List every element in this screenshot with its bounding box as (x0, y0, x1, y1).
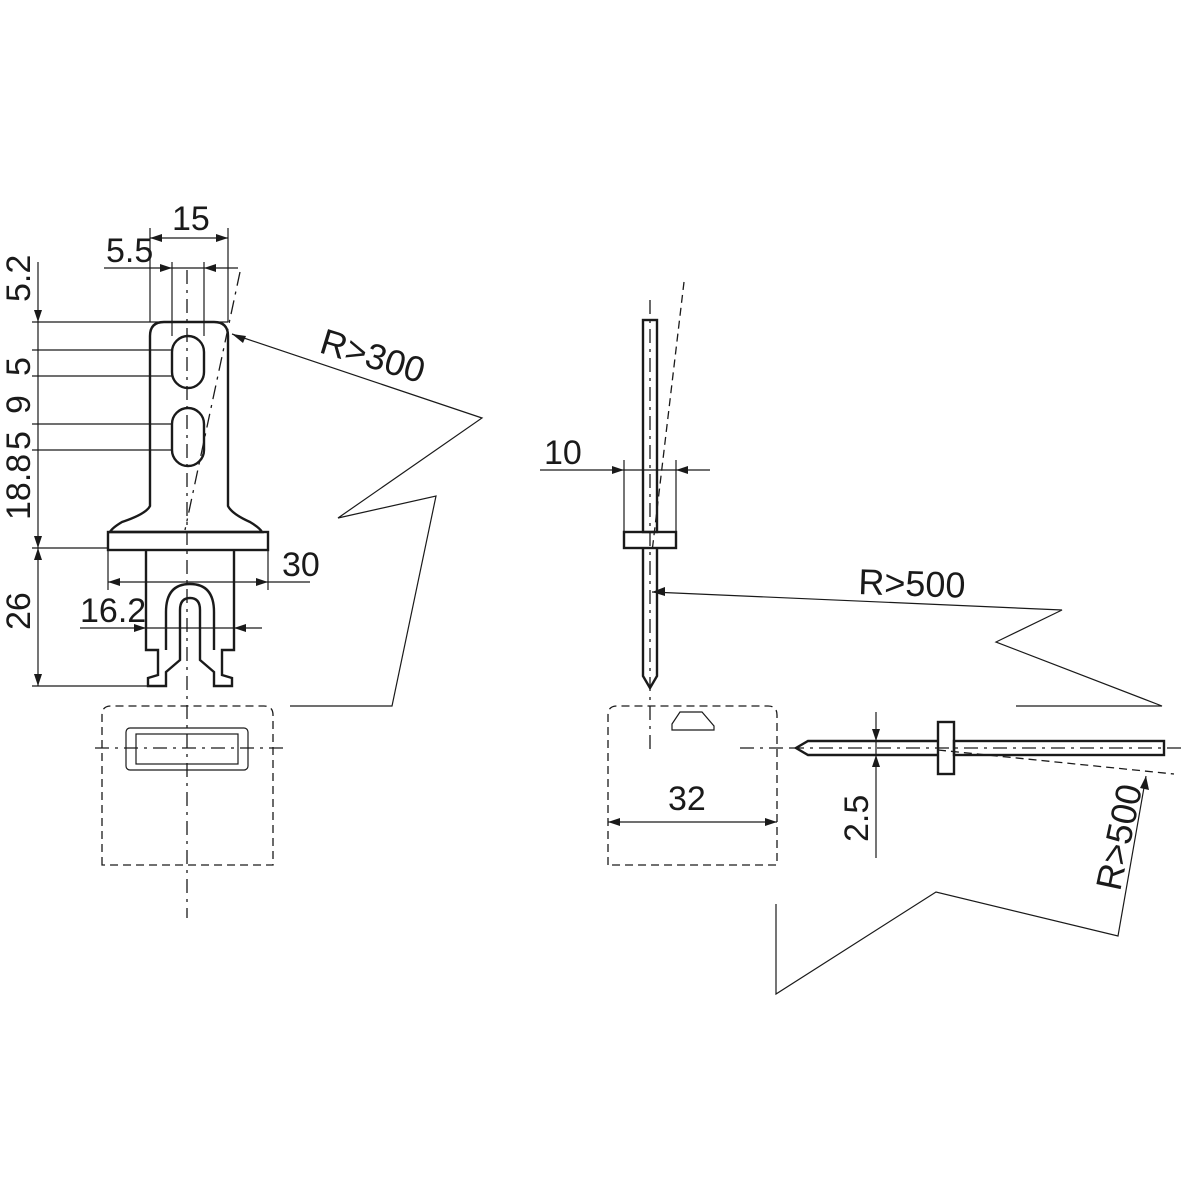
label-r500-horizontal: R>500 (1088, 780, 1150, 893)
arrow-r500-horizontal (1140, 776, 1149, 790)
dim-16-2: 16.2 (80, 592, 146, 630)
dim-10: 10 (544, 434, 582, 472)
arrow-30-left (108, 578, 120, 586)
arrow-55-right (204, 264, 216, 272)
dim-5-2: 5.2 (0, 255, 38, 302)
arrow-32-right (765, 818, 777, 826)
left-view: 15 5.5 5.2 5 9 5 18.8 26 30 16.2 R>300 (0, 200, 484, 918)
dim-5-a: 5 (0, 357, 38, 376)
horizontal-actuator-right (952, 739, 1166, 757)
arrow-16-2-left (134, 624, 146, 632)
actuator-tongue-outline (108, 320, 264, 534)
right-housing-outline (607, 705, 778, 866)
dim-32: 32 (668, 780, 706, 818)
arrow-r300 (232, 334, 246, 343)
vertical-inclined-line (651, 281, 685, 553)
arrow-10-left (612, 466, 624, 474)
arrow-flange-up (34, 536, 42, 548)
horizontal-inclined-line (937, 749, 1175, 775)
arrow-bottom (34, 674, 42, 686)
fork-outline (144, 550, 236, 688)
dim-5-b: 5 (0, 431, 38, 450)
arrow-55-left (160, 264, 172, 272)
upper-slot (170, 334, 206, 390)
arrow-30-right (256, 578, 268, 586)
left-housing-outline (101, 705, 274, 866)
dim-2-5: 2.5 (838, 795, 876, 842)
arrow-16-2-right (234, 624, 246, 632)
dim-30: 30 (282, 546, 320, 584)
arrow-10-right (676, 466, 688, 474)
dim-26: 26 (0, 592, 38, 630)
arrow-32-left (608, 818, 620, 826)
flange (106, 530, 270, 552)
lower-slot (170, 406, 206, 468)
dim-15: 15 (172, 200, 210, 238)
label-r500-vertical: R>500 (858, 561, 966, 606)
arrow-r500-vertical (652, 587, 665, 596)
left-inclined-centerline (184, 271, 241, 531)
arrow-2-5-top (872, 729, 880, 741)
left-housing-entry-inner (135, 733, 239, 765)
dim-5-5: 5.5 (106, 232, 153, 270)
arrow-top-gap (34, 310, 42, 322)
fork-inner-slot (164, 582, 216, 650)
radius-leader-500-horizontal (775, 775, 1147, 996)
right-housing-slot (671, 711, 715, 731)
arrow-15-left (150, 234, 162, 242)
radius-leader-300 (231, 333, 484, 707)
dim-18-8: 18.8 (0, 454, 38, 520)
dim-9: 9 (0, 395, 38, 414)
radius-leader-500-vertical (651, 591, 1163, 707)
arrow-2-5-bottom (872, 755, 880, 767)
right-view: 10 R>500 32 2.5 R>500 (540, 281, 1185, 996)
left-housing-entry (125, 727, 249, 771)
label-r300: R>300 (316, 320, 430, 391)
arrow-flange-down (34, 548, 42, 560)
arrow-15-right (216, 234, 228, 242)
